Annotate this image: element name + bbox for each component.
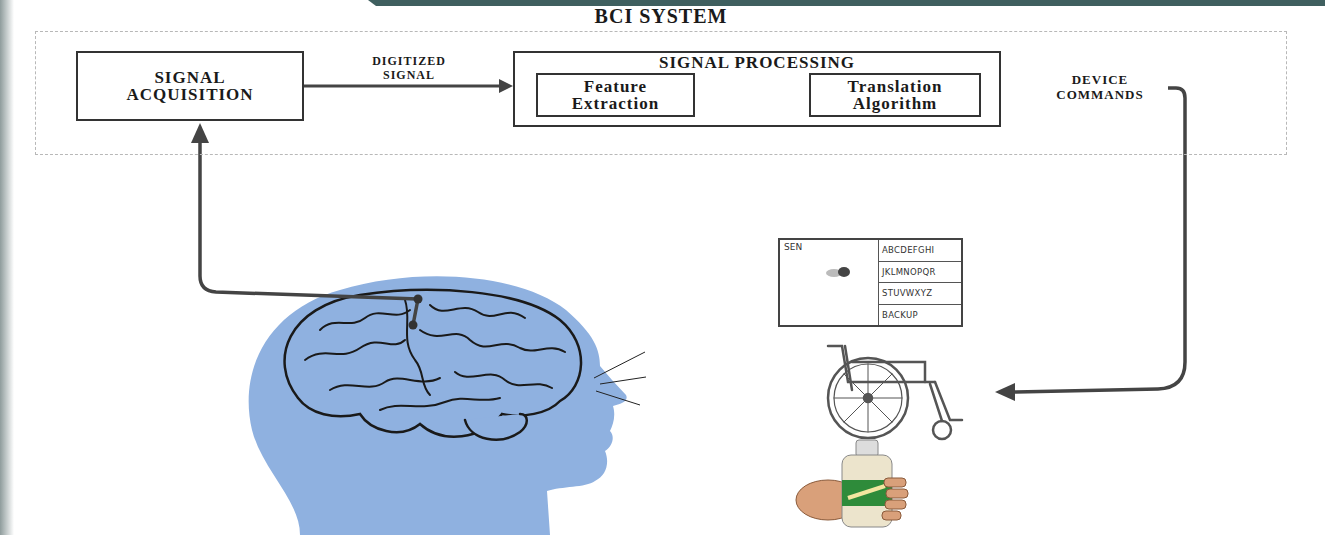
letter-row: STUVWXYZ bbox=[879, 282, 961, 304]
group-box: SIGNAL PROCESSING Feature Extraction Trans… bbox=[513, 51, 1001, 127]
brain bbox=[285, 290, 581, 440]
screen-text: SEN bbox=[784, 242, 802, 252]
arrow-head bbox=[499, 79, 513, 93]
letter-row: JKLMNOPQR bbox=[879, 261, 961, 283]
edge-label: DIGITIZED SIGNAL bbox=[359, 54, 459, 82]
process-box: SIGNAL ACQUISITION bbox=[76, 51, 304, 121]
wheelchair bbox=[828, 346, 962, 439]
box-text: Translation Algorithm bbox=[825, 78, 965, 112]
letter-row: BACKUP bbox=[879, 304, 961, 326]
top-bar bbox=[368, 0, 1325, 6]
sight-lines bbox=[594, 352, 646, 405]
hand-bottle bbox=[796, 440, 908, 527]
cursor-dot bbox=[826, 267, 850, 277]
group-heading: SIGNAL PROCESSING bbox=[515, 53, 999, 71]
letter-column: ABCDEFGHIJKLMNOPQRSTUVWXYZBACKUP bbox=[878, 240, 961, 325]
side-strip bbox=[0, 0, 14, 535]
head-silhouette bbox=[249, 276, 627, 535]
command-wire bbox=[995, 88, 1185, 401]
speller-screen: SEN ABCDEFGHIJKLMNOPQRSTUVWXYZBACKUP bbox=[778, 238, 963, 327]
process-box: Translation Algorithm bbox=[809, 73, 981, 117]
system-title: BCI SYSTEM bbox=[36, 5, 1286, 28]
box-text: SIGNAL ACQUISITION bbox=[110, 69, 270, 103]
process-box: Feature Extraction bbox=[536, 73, 695, 117]
electrode-wire bbox=[191, 123, 423, 330]
box-text: Feature Extraction bbox=[551, 78, 681, 112]
command-label: DEVICE COMMANDS bbox=[1050, 72, 1150, 102]
arrow-line bbox=[304, 85, 501, 88]
letter-row: ABCDEFGHI bbox=[879, 240, 961, 261]
